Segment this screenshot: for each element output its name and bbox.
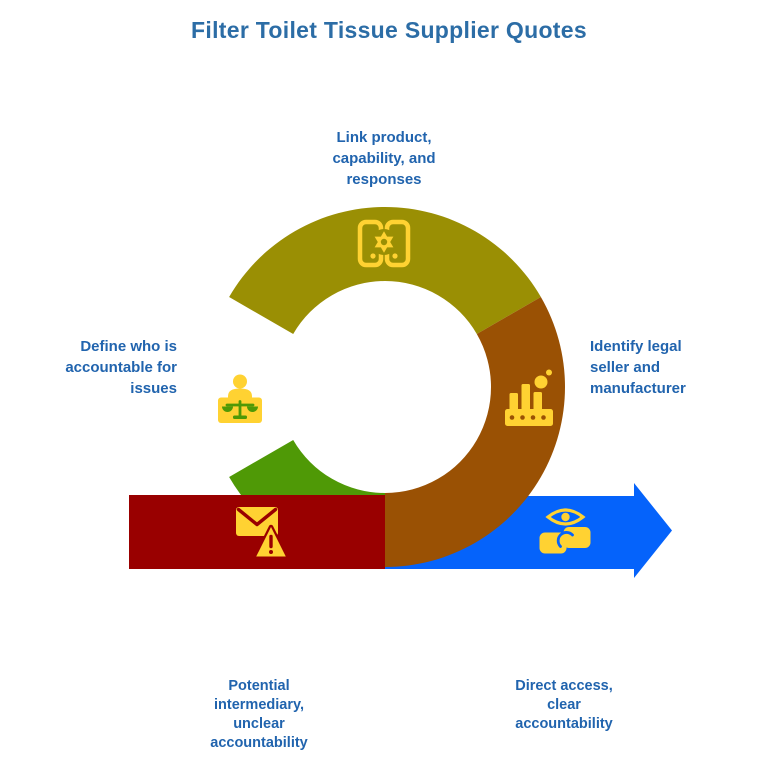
label-link-product: Link product, capability, and responses <box>332 129 436 188</box>
ring-segment-right-brown <box>385 297 565 567</box>
handshake-eye-icon <box>539 508 591 554</box>
mail-warning-icon <box>236 507 289 559</box>
ring-segment-top-olive <box>229 207 541 334</box>
accountability-scales-icon <box>218 374 262 423</box>
factory-icon <box>505 369 553 426</box>
integration-gear-icon <box>357 219 411 268</box>
label-identify-seller: Identify legal seller and manufacturer <box>590 338 686 397</box>
label-potential-intermediary: Potential intermediary, unclear accounta… <box>210 678 308 751</box>
label-direct-access: Direct access, clear accountability <box>515 678 613 732</box>
label-define-accountable: Define who is accountable for issues <box>65 338 177 397</box>
page-title: Filter Toilet Tissue Supplier Quotes <box>191 17 587 43</box>
